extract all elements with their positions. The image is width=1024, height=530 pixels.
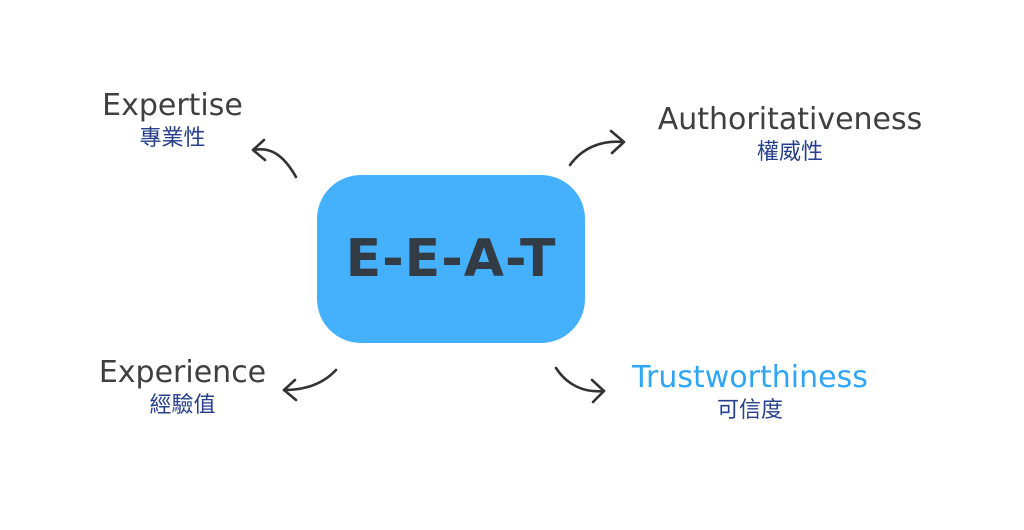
trustworthiness-chinese-label: 可信度: [716, 398, 783, 423]
expertise-chinese-label: 專業性: [139, 126, 206, 151]
authoritativeness-chinese-label: 權威性: [756, 140, 823, 165]
node-authoritativeness: Authoritativeness 權威性: [615, 102, 965, 168]
arrow-to-trustworthiness: [554, 366, 606, 404]
node-expertise: Expertise 專業性: [60, 88, 285, 154]
experience-label: Experience: [98, 355, 267, 390]
arrow-to-experience: [282, 368, 338, 402]
trustworthiness-label: Trustworthiness: [632, 360, 868, 395]
center-node: E-E-A-T: [317, 175, 585, 343]
authoritativeness-label: Authoritativeness: [657, 102, 923, 137]
experience-chinese-label: 經驗值: [149, 393, 216, 418]
arrow-to-expertise: [251, 138, 298, 179]
center-title: E-E-A-T: [345, 229, 557, 289]
arrow-to-authoritativeness: [568, 129, 626, 167]
node-experience: Experience 經驗值: [60, 355, 305, 421]
expertise-label: Expertise: [102, 88, 243, 123]
node-trustworthiness: Trustworthiness 可信度: [605, 360, 895, 426]
